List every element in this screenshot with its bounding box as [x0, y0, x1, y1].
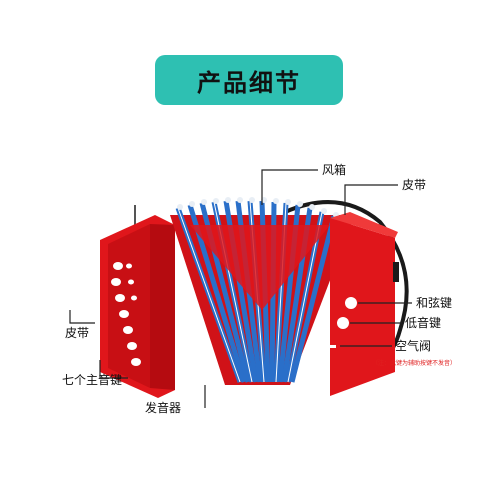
right-panel-bracket	[393, 262, 399, 282]
leader-strap-left	[69, 310, 95, 324]
title-banner: 产品细节	[155, 55, 343, 105]
chord-key	[345, 297, 357, 309]
label-strap-left: 皮带	[65, 326, 90, 340]
left-key-small	[128, 279, 134, 285]
leader-main-keys	[99, 360, 128, 379]
bass-key	[337, 317, 349, 329]
right-panel	[330, 218, 395, 396]
left-key	[119, 310, 129, 318]
label-main-keys: 七个主音键	[62, 373, 123, 387]
label-air-valve: 空气阀	[395, 339, 432, 353]
leader-strap-right	[344, 184, 398, 215]
bellows-accent	[190, 225, 330, 310]
left-panel-edge	[150, 224, 175, 390]
air-valve-button	[322, 345, 336, 348]
left-key	[111, 278, 121, 286]
label-chord-keys: 和弦键	[416, 296, 453, 310]
right-keys	[322, 297, 357, 348]
page-title: 产品细节	[197, 68, 301, 97]
right-panel-top	[330, 212, 398, 238]
left-key-small	[131, 295, 137, 301]
left-key	[127, 342, 137, 350]
label-bass-keys: 低音键	[405, 316, 442, 330]
left-panel-face	[108, 224, 150, 388]
left-key	[113, 262, 123, 270]
label-bellows: 风箱	[322, 163, 347, 177]
left-key	[131, 358, 141, 366]
label-note: （注：此键为辅助按键不发音）	[372, 360, 457, 367]
label-strap-right: 皮带	[402, 178, 427, 192]
left-keys	[111, 262, 141, 366]
leader-bellows	[261, 169, 318, 205]
label-reed: 发音器	[145, 401, 182, 415]
leader-lines	[69, 169, 412, 408]
left-key	[115, 294, 125, 302]
left-key-small	[126, 263, 132, 269]
left-key	[123, 326, 133, 334]
